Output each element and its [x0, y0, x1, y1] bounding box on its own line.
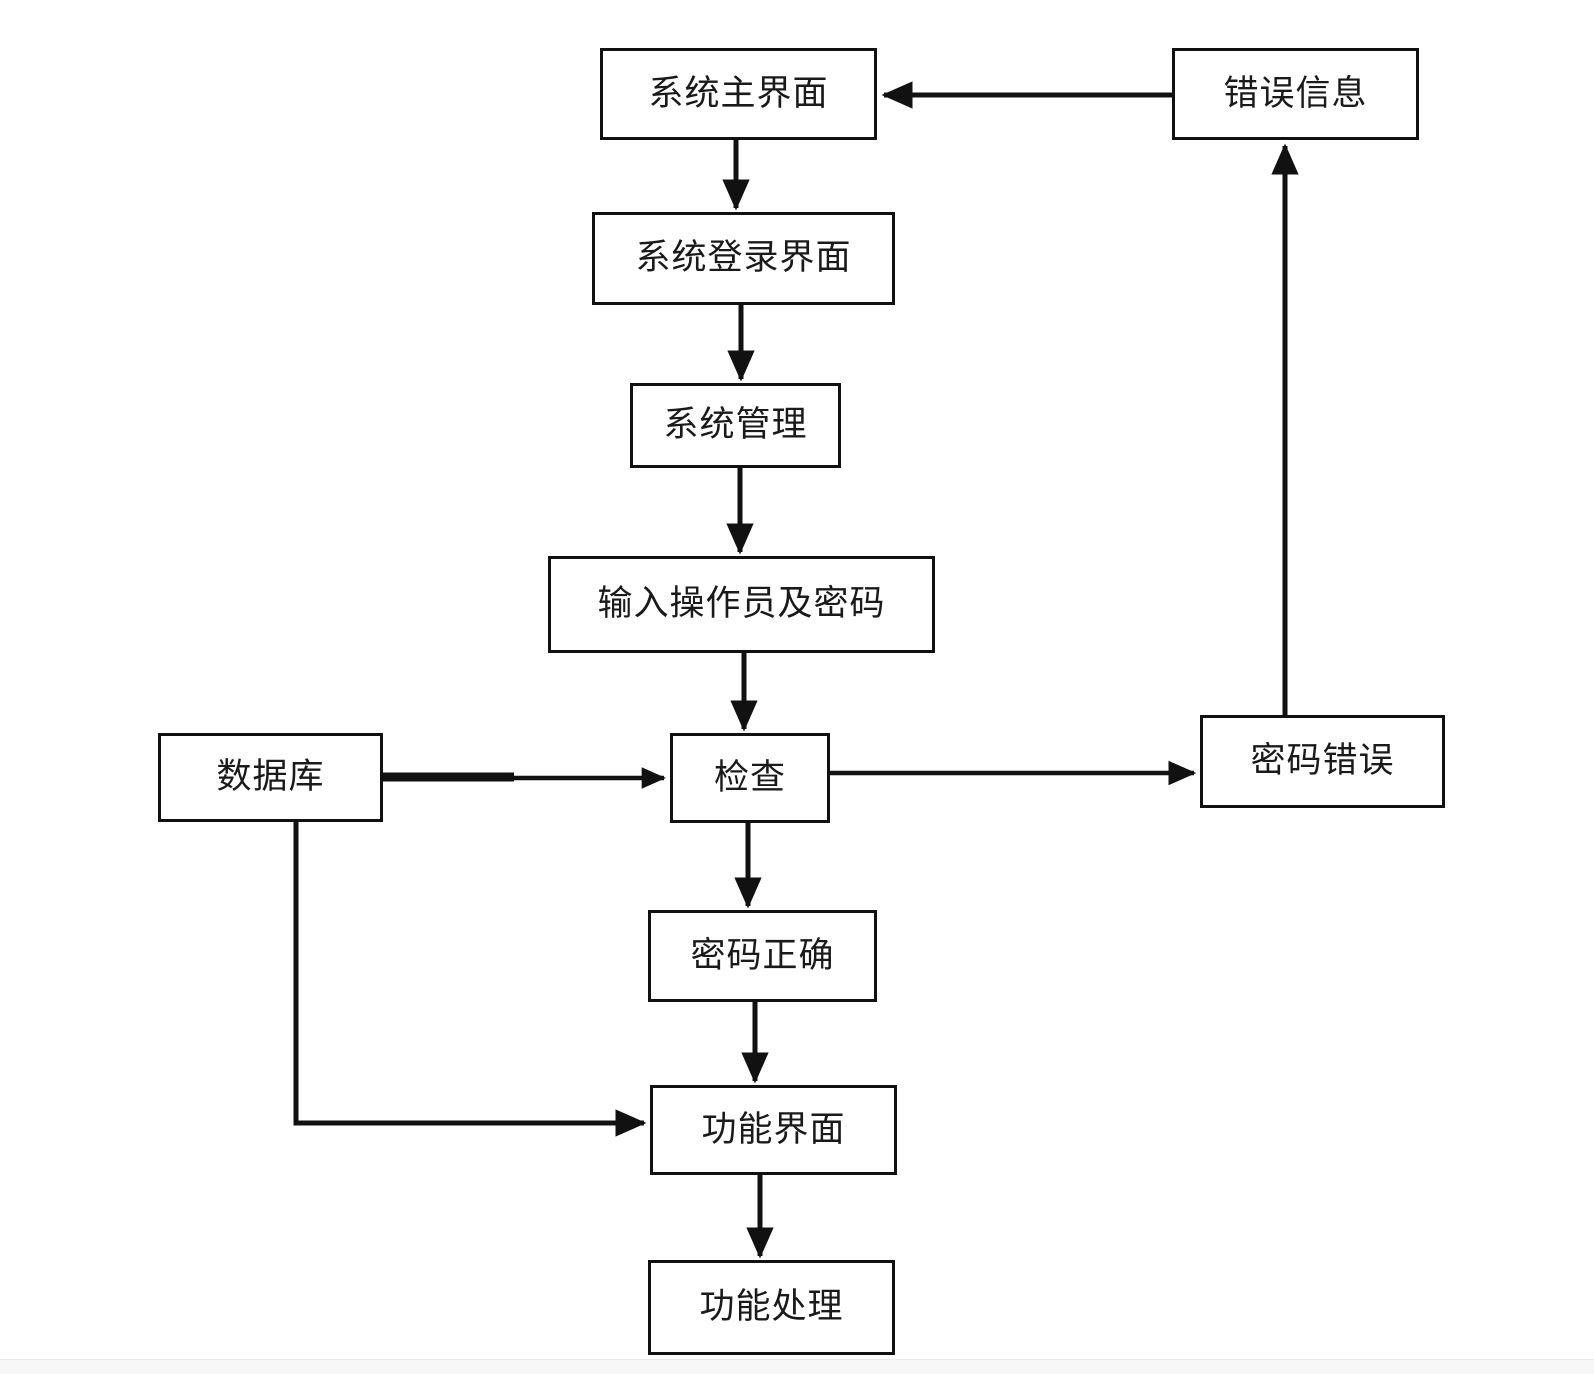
node-input-operator-password[interactable]: 输入操作员及密码 — [548, 556, 935, 653]
page-bottom-strip — [0, 1359, 1594, 1374]
node-system-main-interface[interactable]: 系统主界面 — [600, 48, 877, 140]
node-label-input-operator-password: 输入操作员及密码 — [597, 584, 886, 624]
node-label-function-processing: 功能处理 — [699, 1287, 844, 1327]
node-label-error-message: 错误信息 — [1223, 73, 1368, 113]
node-system-login-interface[interactable]: 系统登录界面 — [592, 212, 895, 305]
node-check[interactable]: 检查 — [670, 733, 830, 823]
node-password-error[interactable]: 密码错误 — [1200, 715, 1445, 808]
node-label-check: 检查 — [713, 757, 786, 797]
node-password-correct[interactable]: 密码正确 — [648, 910, 877, 1002]
node-label-database: 数据库 — [216, 757, 325, 797]
node-error-message[interactable]: 错误信息 — [1172, 48, 1419, 140]
node-label-system-main-interface: 系统主界面 — [648, 73, 829, 113]
node-label-system-login-interface: 系统登录界面 — [635, 238, 852, 278]
node-label-function-interface: 功能界面 — [701, 1109, 846, 1149]
node-function-interface[interactable]: 功能界面 — [650, 1085, 897, 1175]
node-system-management[interactable]: 系统管理 — [630, 383, 841, 468]
node-label-password-correct: 密码正确 — [690, 935, 835, 975]
edge-database-to-function-interface — [293, 822, 647, 1137]
node-function-processing[interactable]: 功能处理 — [648, 1260, 895, 1355]
node-label-password-error: 密码错误 — [1250, 741, 1395, 781]
node-label-system-management: 系统管理 — [663, 405, 808, 445]
node-database[interactable]: 数据库 — [158, 733, 383, 822]
